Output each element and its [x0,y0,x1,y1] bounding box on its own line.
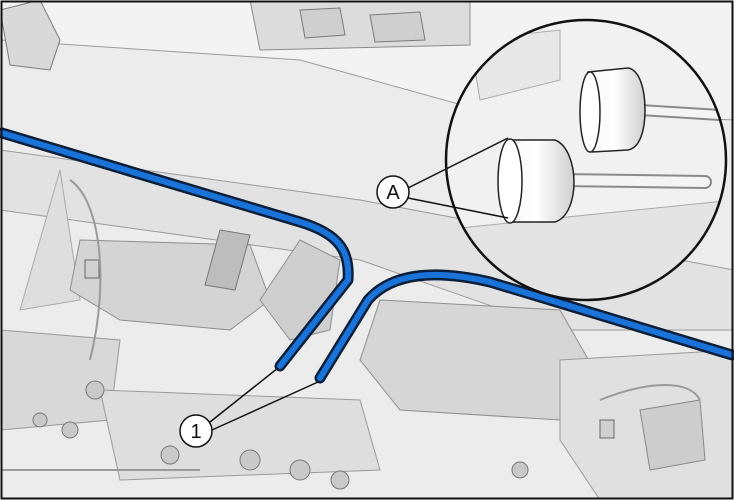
callout-a: A [376,137,509,219]
callout-a-label: A [386,182,400,204]
callout-1: 1 [179,367,319,448]
brake-line-pipe-right [314,269,734,384]
callout-1-label: 1 [190,421,201,443]
pipe-end-fitting-lower [497,138,575,224]
highlighted-brake-pipes [0,127,734,384]
brake-line-pipe-left [0,127,354,372]
pipe-end-fitting-upper [579,67,646,153]
